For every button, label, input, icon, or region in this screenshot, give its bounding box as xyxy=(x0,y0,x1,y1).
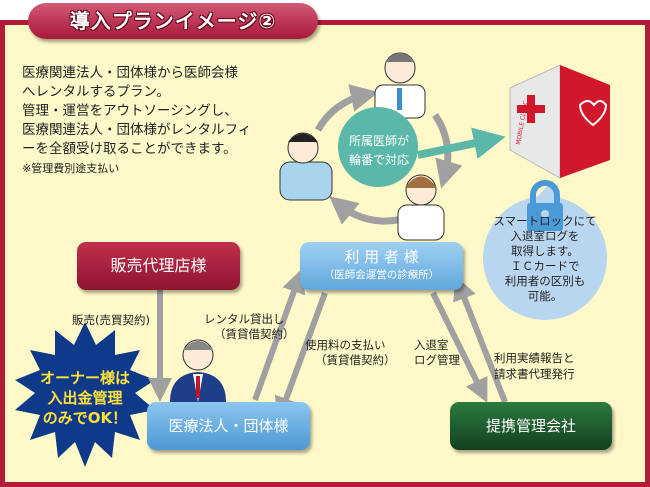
page-title: 導入プランイメージ② xyxy=(28,3,318,39)
burst-line: 入出金管理 xyxy=(47,389,123,407)
intro-line: 医療関連法人・団体様から医師会様 xyxy=(22,65,238,81)
label-log: 入退室 xyxy=(414,338,449,352)
label-rental-contract: （賃貸借契約） xyxy=(214,327,295,341)
bubble-line: 入退室ログを xyxy=(510,229,580,243)
circle-line: 所属医師が xyxy=(348,134,409,148)
label-billing: 請求書代理発行 xyxy=(494,367,575,381)
user-box-subtitle: （医師会運営の診療所） xyxy=(323,269,440,281)
flow-arrows xyxy=(148,268,508,422)
lock-bubble-text: スマートロックにて 入退室ログを 取得します。 ＩＣカードで 利用者の区別も 可… xyxy=(480,214,610,304)
doctor-female-icon xyxy=(397,174,445,241)
management-company-box: 提携管理会社 xyxy=(450,402,612,450)
owner-businessman-icon xyxy=(170,339,226,402)
intro-line: 管理・運営をアウトソーシングし、 xyxy=(22,103,238,119)
teal-arrow xyxy=(417,127,506,159)
intro-line: 医療関連法人・団体様がレンタルフィ xyxy=(22,122,252,138)
lock-icon xyxy=(527,180,563,231)
bubble-line: 取得します。 xyxy=(511,244,579,258)
owner-burst-text: オーナー様は 入出金管理 のみでOK！ xyxy=(35,368,135,428)
label-log-management: ログ管理 xyxy=(414,353,460,367)
circle-line: 輪番で対応 xyxy=(348,153,409,167)
user-box-title: 利 用 者 様 xyxy=(344,248,419,266)
bubble-line: 利用者の区別も xyxy=(504,274,586,288)
intro-line: ーを全額受け取ることができます。 xyxy=(22,141,237,157)
lock-bubble xyxy=(483,196,607,320)
burst-line: オーナー様は xyxy=(39,369,130,387)
doctors-rotation-label: 所属医師が 輪番で対応 xyxy=(340,132,418,170)
bubble-line: 可能。 xyxy=(527,289,563,303)
label-sale: 販売(売買契約) xyxy=(72,313,150,327)
intro-line: へレンタルするプラン。 xyxy=(22,84,170,100)
label-report: 利用実績報告と xyxy=(494,351,575,365)
label-fee-contract: （賃貸借契約） xyxy=(315,353,396,367)
doctors-circle xyxy=(338,107,418,187)
intro-note: ※管理費別途支払い xyxy=(22,162,120,175)
label-fee: 使用料の支払い xyxy=(305,338,386,352)
bubble-line: ＩＣカードで xyxy=(510,259,580,273)
medical-corp-box: 医療法人・団体様 xyxy=(147,402,310,450)
agency-box: 販売代理店様 xyxy=(77,242,240,290)
doctor-young-icon xyxy=(279,132,333,201)
mobile-clinic-icon: MOBILE CLINIC xyxy=(509,64,610,179)
intro-text: 医療関連法人・団体様から医師会様 へレンタルするプラン。 管理・運営をアウトソー… xyxy=(22,64,251,178)
label-rental: レンタル貸出し xyxy=(204,312,285,326)
owner-starburst xyxy=(15,322,155,467)
user-box: 利 用 者 様 （医師会運営の診療所） xyxy=(300,242,463,290)
burst-line: のみでOK！ xyxy=(42,409,128,427)
bubble-line: スマートロックにて xyxy=(493,214,597,228)
